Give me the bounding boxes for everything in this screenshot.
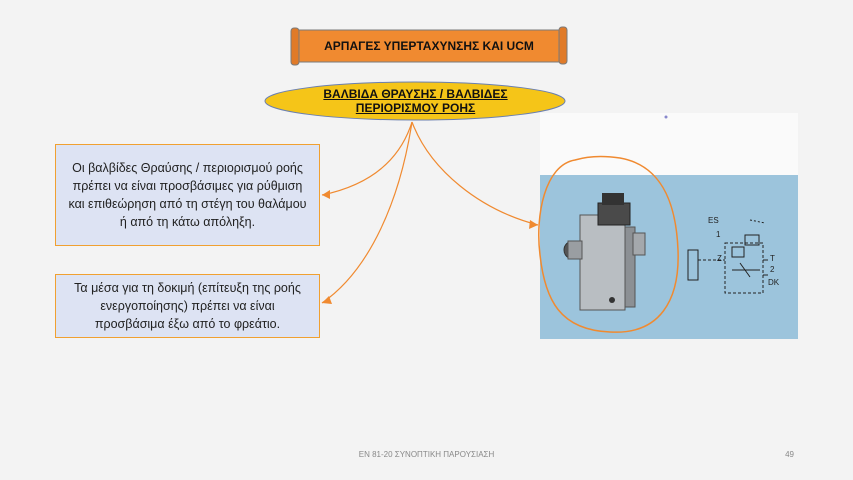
page-number: 49 bbox=[785, 450, 794, 459]
access-requirement-box: Οι βαλβίδες Θραύσης / περιορισμού ροής π… bbox=[55, 144, 320, 246]
label-es: ES bbox=[708, 216, 719, 225]
label-z: Z bbox=[717, 254, 722, 263]
valve-body-illustration bbox=[563, 193, 646, 311]
title-banner: ΑΡΠΑΓΕΣ ΥΠΕΡΤΑΧΥΝΣΗΣ ΚΑΙ UCM bbox=[289, 25, 569, 67]
label-one: 1 bbox=[716, 230, 721, 239]
test-means-box: Τα μέσα για τη δοκιμή (επίτευξη της ροής… bbox=[55, 274, 320, 338]
banner-title: ΑΡΠΑΓΕΣ ΥΠΕΡΤΑΧΥΝΣΗΣ ΚΑΙ UCM bbox=[324, 39, 534, 53]
label-two: 2 bbox=[770, 265, 775, 274]
footer-text: EN 81-20 ΣΥΝΟΠΤΙΚΗ ΠΑΡΟΥΣΙΑΣΗ bbox=[358, 450, 495, 459]
label-t: T bbox=[770, 254, 775, 263]
heading-ellipse: ΒΑΛΒΙΔΑ ΘΡΑΥΣΗΣ / ΒΑΛΒΙΔΕΣ ΠΕΡΙΟΡΙΣΜΟΥ Ρ… bbox=[263, 80, 568, 122]
schematic-diagram bbox=[687, 219, 768, 294]
label-dk: DK bbox=[768, 278, 780, 287]
test-means-text: Τα μέσα για τη δοκιμή (επίτευξη της ροής… bbox=[74, 281, 301, 331]
image-header-area bbox=[540, 113, 798, 175]
heading-text: ΒΑΛΒΙΔΑ ΘΡΑΥΣΗΣ / ΒΑΛΒΙΔΕΣ ΠΕΡΙΟΡΙΣΜΟΥ Ρ… bbox=[323, 87, 508, 115]
access-requirement-text: Οι βαλβίδες Θραύσης / περιορισμού ροής π… bbox=[68, 161, 307, 229]
valve-image: ES 1 Z T 2 DK bbox=[540, 175, 798, 339]
